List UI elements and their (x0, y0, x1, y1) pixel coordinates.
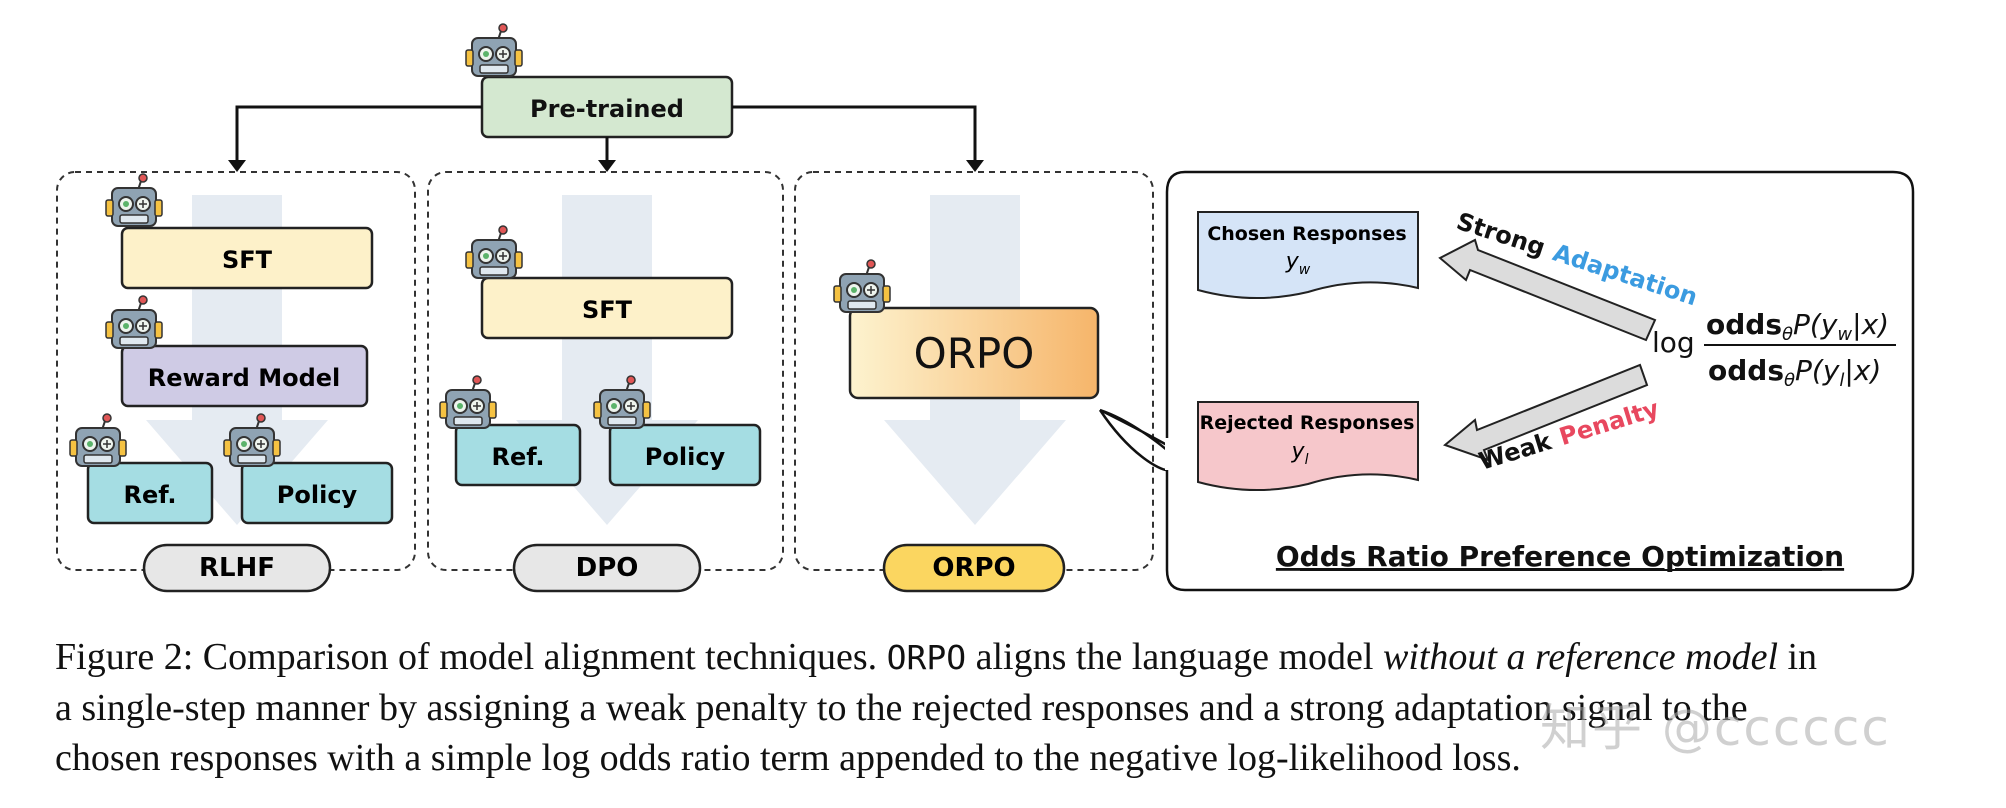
dpo-policy-label: Policy (645, 443, 726, 471)
robot-icon (833, 259, 891, 313)
rlhf-label: RLHF (199, 553, 275, 583)
dpo-label: DPO (576, 553, 639, 583)
odds-panel: Chosen Responses yw Rejected Responses y… (1098, 170, 1915, 592)
arrowheads (228, 160, 984, 172)
dpo-sft-label: SFT (582, 296, 633, 324)
robot-icon (105, 295, 163, 349)
svg-text:oddsθP(yw|x): oddsθP(yw|x) (1706, 308, 1889, 345)
orpo-box-label: ORPO (914, 329, 1035, 378)
chosen-sub: w (1299, 262, 1311, 278)
watermark: 知乎 @cccccc (1540, 699, 1891, 757)
formula-log: log (1652, 326, 1695, 359)
svg-text:oddsθP(yl|x): oddsθP(yl|x) (1708, 354, 1881, 391)
pretrained-label: Pre-trained (530, 95, 684, 123)
orpo-label: ORPO (932, 553, 1015, 583)
odds-panel-title: Odds Ratio Preference Optimization (1276, 540, 1844, 573)
figure-caption: Figure 2: Comparison of model alignment … (55, 632, 1955, 783)
rlhf-reward-label: Reward Model (148, 364, 341, 392)
robot-icon (69, 413, 127, 467)
panel-dpo: SFT Ref. Policy DPO (427, 171, 784, 593)
caption-line-1: Figure 2: Comparison of model alignment … (55, 636, 1818, 678)
panel-rlhf: SFT Reward Model Ref. Policy RLHF (56, 171, 416, 593)
robot-icon (105, 173, 163, 227)
robot-icon (465, 225, 523, 279)
dpo-ref-label: Ref. (491, 443, 544, 471)
odds-ratio-formula: log oddsθP(yw|x) oddsθP(yl|x) (1652, 308, 1896, 391)
svg-text:yw: yw (1285, 249, 1311, 278)
rejected-title: Rejected Responses (1200, 412, 1415, 434)
rejected-var: y (1291, 439, 1306, 464)
robot-icon (465, 23, 523, 77)
rejected-sub: l (1305, 452, 1309, 468)
chosen-title: Chosen Responses (1207, 223, 1406, 245)
chosen-var: y (1285, 249, 1300, 274)
rlhf-ref-label: Ref. (123, 481, 176, 509)
rlhf-sft-label: SFT (222, 246, 273, 274)
caption-line-3: chosen responses with a simple log odds … (55, 737, 1521, 779)
pretrained-node: Pre-trained (465, 23, 734, 139)
robot-icon (439, 375, 497, 429)
panel-orpo: ORPO ORPO (794, 171, 1154, 593)
caption-line-2: a single-step manner by assigning a weak… (55, 687, 1748, 729)
rlhf-policy-label: Policy (277, 481, 358, 509)
diagram: Pre-trained SFT Reward Model Ref. Policy… (56, 23, 1915, 593)
svg-text:yl: yl (1291, 439, 1309, 468)
